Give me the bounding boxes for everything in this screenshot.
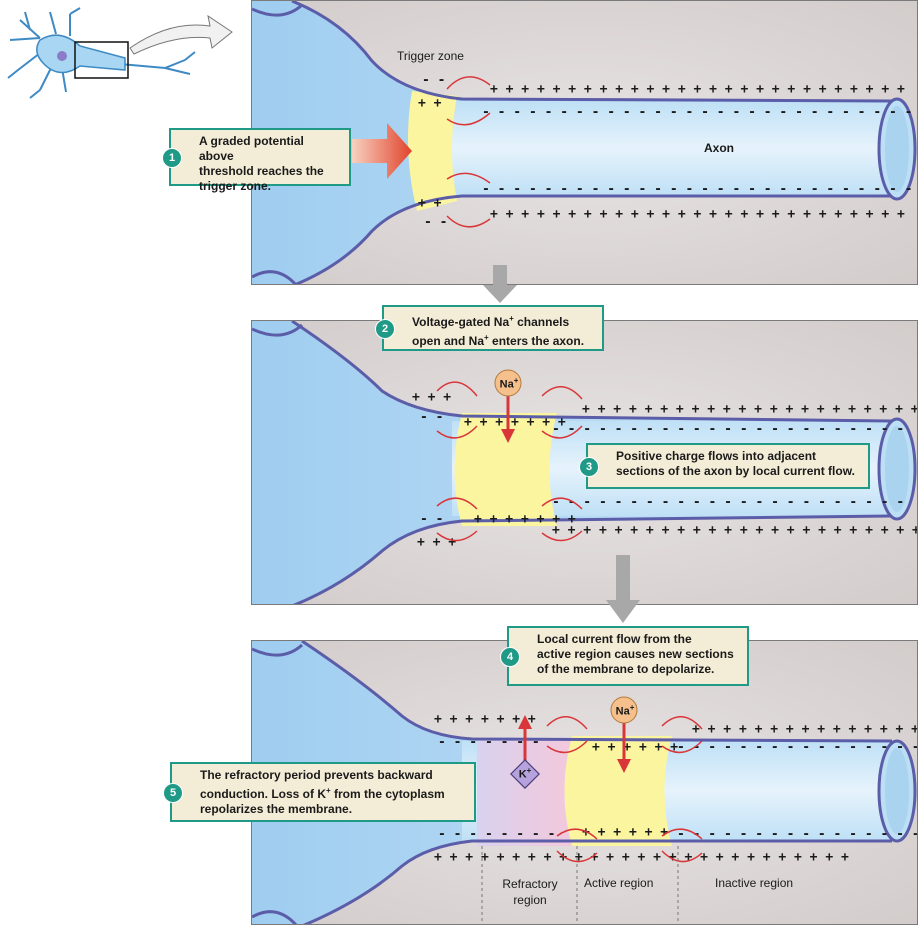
na-label: Na+ [499, 376, 519, 391]
cell-body [36, 34, 126, 74]
step-4-text-l3: of the membrane to depolarize. [537, 662, 715, 676]
panel-3-svg: + + + + + + + + + + + + + + + + + + + + +… [252, 641, 918, 924]
step-2-badge: 2 [375, 319, 395, 339]
na-ion-3 [610, 696, 638, 724]
step-5-text-l1: The refractory period prevents backward [200, 768, 433, 782]
trigger-zone-label: Trigger zone [397, 49, 464, 63]
step-1-callout: 1 A graded potential above threshold rea… [162, 128, 351, 193]
svg-text:+ + + + + + +: + + + + + + + [434, 712, 536, 727]
svg-text:- -: - - [424, 215, 447, 230]
inactive-region-label: Inactive region [715, 876, 794, 890]
step-2-callout: 2 Voltage-gated Na+ channels open and Na… [375, 305, 604, 351]
step-1-text-l1: A graded potential above [199, 134, 304, 163]
svg-text:+ + + + + +: + + + + + + [582, 825, 668, 840]
active-zone [564, 736, 672, 846]
charges-top-out: + + + + + + + + + + + + + + + + + + + + … [490, 82, 905, 97]
svg-text:- - - - - - - - - - - - - - -: - - - - - - - - - - - - - - - - - - [677, 827, 918, 842]
step-1-text-l2: threshold reaches the [199, 164, 324, 178]
axon-label: Axon [704, 141, 734, 155]
soma-edge-top [252, 3, 304, 17]
na-label-3: Na+ [615, 703, 635, 718]
zoom-arrow [129, 14, 233, 55]
step-4-badge: 4 [500, 647, 520, 667]
svg-text:- -: - - [422, 73, 445, 88]
step-3-badge: 3 [579, 457, 599, 477]
step-4-text-l1: Local current flow from the [537, 632, 692, 646]
panel-3: + + + + + + + + + + + + + + + + + + + + +… [251, 640, 918, 925]
axon-body [452, 101, 892, 196]
nucleus [57, 51, 67, 61]
svg-text:- -: - - [420, 512, 443, 527]
na-ion [494, 369, 522, 397]
svg-text:+ + + + + + +: + + + + + + + [464, 415, 566, 430]
svg-text:+ +: + + [418, 96, 442, 111]
panel-1-svg: + + + + + + + + + + + + + + + + + + + + … [252, 1, 917, 284]
charges-top-in: - - - - - - - - - - - - - - - - - - - - … [482, 105, 912, 120]
step-1-text-l3: trigger zone. [199, 179, 272, 193]
input-arrow [352, 123, 412, 179]
svg-text:+ + + + + +: + + + + + + [592, 740, 678, 755]
step-4-callout: 4 Local current flow from the active reg… [500, 626, 749, 686]
panel-1: + + + + + + + + + + + + + + + + + + + + … [251, 0, 918, 285]
soma-edge-bottom [252, 270, 298, 284]
step-1-badge: 1 [162, 148, 182, 168]
depolarized-zone [454, 413, 557, 526]
step-arrow-1 [483, 265, 517, 303]
k-ion [510, 759, 540, 789]
step-5-text-l2: conduction. Loss of K+ from the cytoplas… [200, 786, 445, 801]
charges-bot-out: + + + + + + + + + + + + + + + + + + + + … [490, 207, 905, 222]
step-5-text-l3: repolarizes the membrane. [200, 802, 353, 816]
step-2-text-l2: open and Na+ enters the axon. [412, 333, 585, 348]
step-2-text-l1: Voltage-gated Na+ channels [412, 314, 570, 329]
svg-text:- -: - - [420, 410, 443, 425]
trigger-zone [408, 91, 457, 211]
step-3-callout: 3 Positive charge flows into adjacent se… [579, 443, 870, 489]
zoom-box [74, 41, 129, 79]
svg-text:+ + + + + + + + + + + + + + +: + + + + + + + + + + + + + + + + + + + + … [582, 402, 918, 417]
step-3-text-l1: Positive charge flows into adjacent [616, 449, 817, 463]
neuron-thumbnail [7, 7, 233, 99]
step-5-badge: 5 [163, 783, 183, 803]
step-arrow-2 [606, 555, 640, 623]
svg-text:+ + +: + + + [417, 535, 456, 550]
active-region-label: Active region [584, 876, 654, 890]
step-4-text-l2: active region causes new sections [537, 647, 734, 661]
svg-text:+ + +: + + + [412, 390, 451, 405]
svg-text:- - - - - - - -: - - - - - - - - [438, 827, 555, 842]
k-label: K+ [518, 766, 532, 781]
svg-text:+ + + + + + + + + + + + + + +: + + + + + + + + + + + + + + + + + + + + … [552, 523, 918, 538]
svg-text:+ + + + + + + + + + + + + + +: + + + + + + + + + + + + + + + + [692, 722, 918, 737]
svg-text:+ + + + + + + + + + + + + + +: + + + + + + + + + + + + + + + + + + + + … [434, 850, 849, 865]
svg-text:+ +: + + [418, 196, 442, 211]
svg-text:- - - - - - -: - - - - - - - [438, 735, 540, 750]
svg-text:- - - - - - - - - - - - - - -: - - - - - - - - - - - - - - - - - - - - … [552, 422, 904, 437]
step-5-callout: 5 The refractory period prevents backwar… [163, 762, 476, 822]
svg-text:+ + + + + + +: + + + + + + + [474, 512, 576, 527]
membrane-top [291, 1, 893, 103]
step-3-text-l2: sections of the axon by local current fl… [616, 464, 855, 478]
refractory-zone [477, 739, 572, 846]
current-arrow [446, 76, 491, 90]
charges-bot-in: - - - - - - - - - - - - - - - - - - - - … [482, 182, 912, 197]
svg-text:- - - - - - - - - - - - - - -: - - - - - - - - - - - - - - - - - - - - … [552, 495, 904, 510]
membrane-bottom [292, 194, 892, 284]
svg-text:- - - - - - - - - - - - - - -: - - - - - - - - - - - - - - - - - - [677, 740, 918, 755]
